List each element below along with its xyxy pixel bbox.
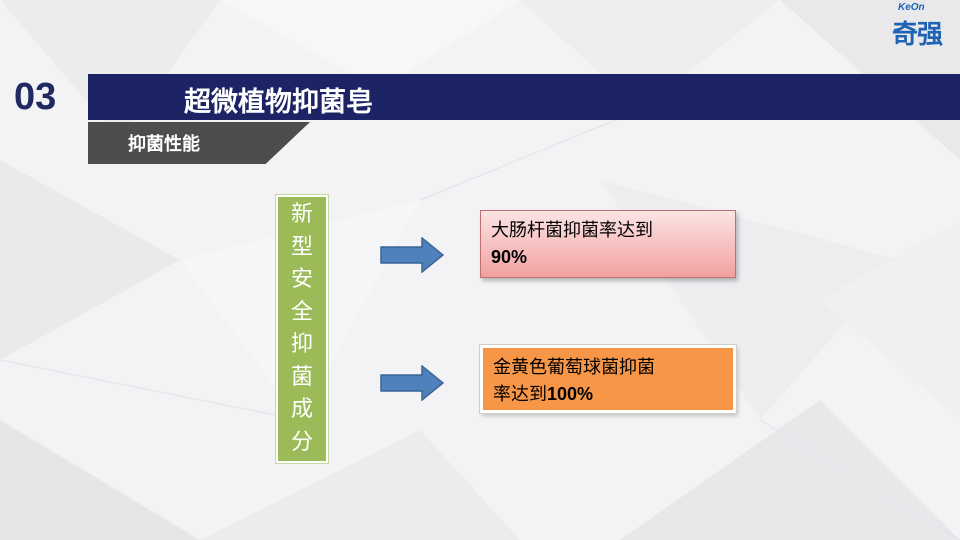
arrow-right-icon [380,365,444,401]
ingredient-char: 型 [290,234,313,260]
ingredient-char: 安 [290,267,313,292]
arrow-right-icon [380,237,444,273]
subtitle-label: 抑菌性能 [128,134,200,155]
result-value: 100% [547,384,594,404]
result-value: 90% [491,247,528,267]
ingredient-box: 新 型 安 全 抑 菌 成 分 [276,195,328,463]
result-box-ecoli: 大肠杆菌抑菌率达到 90% [480,210,736,278]
subtitle-tab: 抑菌性能 [88,122,310,164]
logo-small-text: KeOn [898,2,925,13]
section-number: 03 [14,76,57,118]
ingredient-char: 全 [290,299,313,325]
logo-big-text: 奇强 [892,20,943,50]
title-bar: 超微植物抑菌皂 [88,74,960,120]
ingredient-char: 菌 [290,364,313,390]
result-text: 率达到 [493,384,547,405]
result-box-staph: 金黄色葡萄球菌抑菌 率达到100% [480,345,736,413]
brand-logo: KeOn 奇强 [888,2,956,52]
ingredient-char: 新 [290,202,313,227]
ingredient-char: 成 [290,397,313,422]
result-text: 大肠杆菌抑菌率达到 [491,220,653,241]
ingredient-char: 抑 [290,332,313,357]
ingredient-char: 分 [290,429,313,455]
result-text: 金黄色葡萄球菌抑菌 [493,357,655,378]
page-title: 超微植物抑菌皂 [184,87,373,118]
